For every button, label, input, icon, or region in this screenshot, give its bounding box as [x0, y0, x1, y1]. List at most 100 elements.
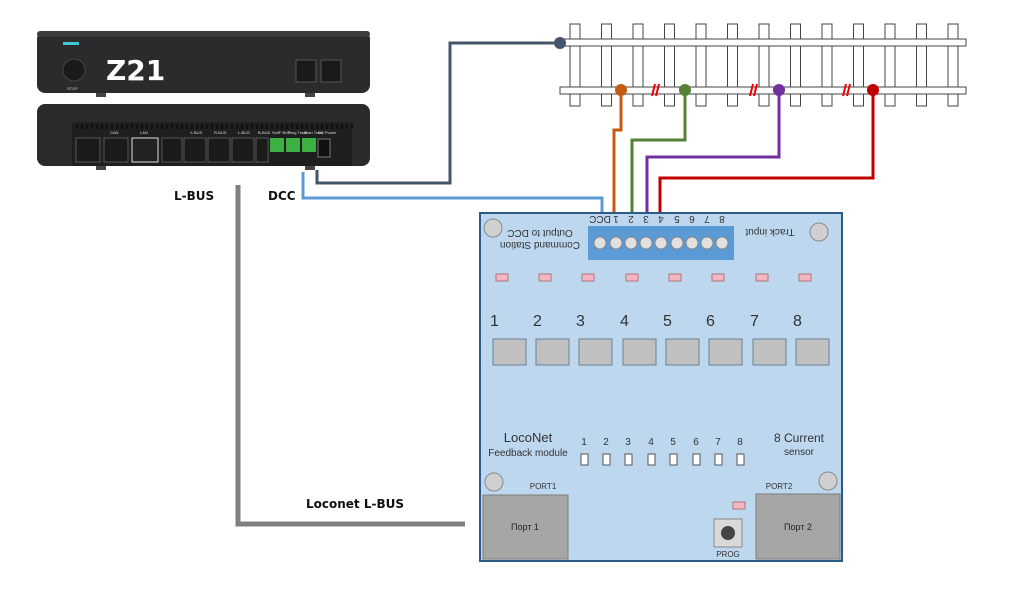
feedback-number: 5	[670, 437, 676, 448]
feedback-number: 7	[715, 437, 721, 448]
lan-port	[131, 137, 159, 163]
channel-sensor-box	[665, 338, 700, 366]
stop-label: STOP	[67, 86, 78, 91]
feedback-led	[669, 453, 678, 466]
feedback-led	[736, 453, 745, 466]
sensor-4-dot	[867, 84, 879, 96]
track	[559, 23, 967, 107]
sleeper	[695, 23, 707, 107]
channel-led	[798, 273, 812, 282]
feedback-led	[602, 453, 611, 466]
mount-hole	[809, 222, 829, 242]
mount-hole	[483, 218, 503, 238]
sensor-3-wire	[645, 90, 781, 228]
terminal-label: 5	[674, 213, 680, 224]
channel-led	[755, 273, 769, 282]
xbus-port-2	[320, 59, 342, 83]
terminal-label: 3	[643, 213, 649, 224]
sleeper	[664, 23, 675, 107]
rear-port-label: LAN	[140, 130, 148, 135]
sleeper	[916, 23, 927, 107]
channel-number: 4	[620, 313, 629, 330]
rail-gap-icon	[651, 83, 660, 97]
feedback-led	[714, 453, 723, 466]
lbus-port	[231, 137, 255, 163]
prog-led	[732, 501, 746, 510]
channel-sensor-box	[535, 338, 570, 366]
feedback-led	[624, 453, 633, 466]
rear-port-label: X-BUS	[190, 130, 203, 135]
terminal-label: DCC	[589, 213, 611, 224]
rear-port-label: B-BUS	[258, 130, 271, 135]
rail-gap-icon	[749, 83, 758, 97]
prog-button-knob	[721, 526, 735, 540]
terminal-screw	[685, 236, 699, 250]
lbus-label: L-BUS	[174, 189, 214, 203]
channel-number: 6	[706, 313, 715, 330]
sleeper	[821, 23, 833, 107]
port1-label: PORT1	[530, 482, 557, 491]
channel-number: 7	[750, 313, 759, 330]
can-port	[103, 137, 129, 163]
bbus-port	[255, 137, 269, 163]
rear-port-label: Prog Track	[288, 130, 307, 135]
sensor-2-dot	[679, 84, 691, 96]
board-subtitle: Feedback module	[488, 448, 568, 459]
sleeper	[758, 23, 770, 107]
terminal-label: 7	[704, 213, 710, 224]
feedback-module-board: Command Station Output to DCC Track inpu…	[479, 212, 843, 562]
channel-number: 8	[793, 313, 802, 330]
track-common-wire	[315, 41, 560, 185]
terminal-label: 6	[689, 213, 695, 224]
rail-gap-icon	[842, 83, 851, 97]
sleeper	[569, 23, 581, 107]
board-title: LocoNet	[504, 430, 553, 445]
channel-sensor-box	[622, 338, 657, 366]
terminal-screw	[654, 236, 668, 250]
channel-led	[581, 273, 595, 282]
channel-sensor-box	[752, 338, 787, 366]
rail-bottom	[559, 86, 967, 95]
feedback-led	[692, 453, 701, 466]
rear-port-label: DC Power	[318, 130, 337, 135]
rear-port-label: CAN	[110, 130, 119, 135]
terminal-label: 8	[719, 213, 725, 224]
terminal-screw	[624, 236, 638, 250]
channel-number: 5	[663, 313, 672, 330]
port2-text: Порт 2	[784, 522, 812, 532]
feedback-number: 8	[737, 437, 743, 448]
feedback-number: 2	[603, 437, 609, 448]
output-title-1: Output to DCC	[507, 227, 573, 238]
terminal-screw	[700, 236, 714, 250]
port2-connector[interactable]	[755, 493, 841, 560]
track-common-dot	[554, 37, 566, 49]
lbus-wire	[235, 185, 465, 527]
terminal-screw	[670, 236, 684, 250]
sensor-2-wire	[630, 90, 687, 228]
prog-terminal	[286, 138, 300, 152]
port1-text: Порт 1	[511, 522, 539, 532]
sensor-3-dot	[773, 84, 785, 96]
sleeper	[884, 23, 896, 107]
rear-port-label: Main Track	[304, 130, 324, 135]
feedback-led	[647, 453, 656, 466]
track-input-label: Track input	[745, 226, 794, 237]
loconet-label: Loconet L-BUS	[306, 497, 404, 511]
feedback-number: 3	[625, 437, 631, 448]
dc-power-port	[317, 138, 331, 158]
sleeper	[632, 23, 644, 107]
sensor-4-wire	[658, 90, 875, 228]
channel-number: 3	[576, 313, 585, 330]
main-terminal	[302, 138, 316, 152]
sleeper	[947, 23, 959, 107]
channel-led	[625, 273, 639, 282]
feedback-led	[580, 453, 589, 466]
terminal-label: 2	[628, 213, 634, 224]
stop-button[interactable]	[62, 58, 86, 82]
channel-sensor-box	[795, 338, 830, 366]
sensor-subtitle: sensor	[784, 447, 815, 458]
port1-connector[interactable]	[482, 494, 569, 560]
z21-front-device: STOP Z21	[37, 31, 370, 97]
